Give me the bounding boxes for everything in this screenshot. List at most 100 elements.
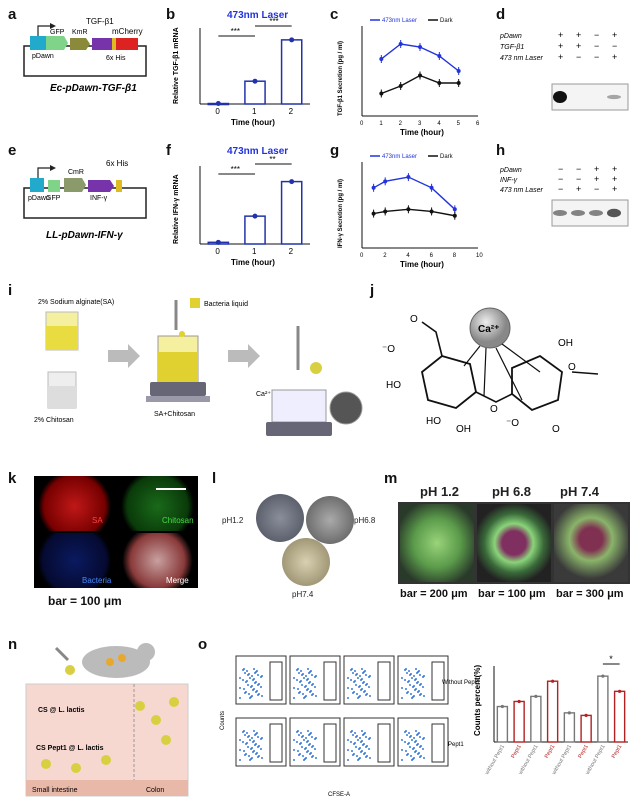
- data-point: [252, 213, 258, 219]
- flow-dot: [308, 744, 310, 746]
- flow-dot: [407, 743, 409, 745]
- flow-dot: [419, 746, 421, 748]
- flow-dot: [401, 749, 403, 751]
- flow-dot: [360, 741, 362, 743]
- flow-dot: [365, 684, 367, 686]
- flow-dot: [311, 674, 313, 676]
- data-point: [406, 175, 411, 180]
- flow-dot: [296, 669, 298, 671]
- flow-dot: [401, 677, 403, 679]
- flow-gate: [323, 723, 337, 763]
- flow-dot: [293, 697, 295, 699]
- data-point: [437, 54, 442, 58]
- tick-label-x: without Pept1: [484, 744, 506, 777]
- flow-dot: [247, 684, 249, 686]
- flow-dot: [260, 738, 262, 740]
- flow-dot: [352, 754, 354, 756]
- flow-dot: [255, 753, 257, 755]
- blot-sign: +: [558, 30, 563, 40]
- bar: [613, 690, 626, 743]
- flow-dot: [408, 670, 410, 672]
- panel-label-n: n: [8, 636, 18, 653]
- flow-dot: [311, 736, 313, 738]
- flow-dot: [293, 749, 295, 751]
- flow-dot: [347, 759, 349, 761]
- flow-dot: [299, 743, 301, 745]
- flow-dot: [351, 750, 353, 752]
- flow-dot: [350, 741, 352, 743]
- blot-sign: −: [594, 52, 599, 62]
- flow-dot: [254, 734, 256, 736]
- gfp-arrow: [46, 36, 68, 50]
- flow-dot: [422, 686, 424, 688]
- flow-dot: [311, 756, 313, 758]
- flow-dot: [355, 684, 357, 686]
- flow-dot: [401, 697, 403, 699]
- confocal-grid-k: SA Chitosan Bacteria Merge: [34, 476, 198, 588]
- flow-dot: [246, 670, 248, 672]
- flow-dot: [357, 697, 359, 699]
- flow-dot: [347, 677, 349, 679]
- flow-dot: [301, 674, 303, 676]
- flow-dot: [306, 679, 308, 681]
- flow-dot: [239, 739, 241, 741]
- encapsulation-schematic-i: 2% Sodium alginate(SA) 2% Chitosan Bacte…: [34, 298, 363, 436]
- flow-dot: [409, 746, 411, 748]
- svg-text:2% Chitosan: 2% Chitosan: [34, 417, 74, 424]
- flow-dot: [306, 741, 308, 743]
- tick-label-x: 6: [476, 121, 480, 127]
- flow-dot: [308, 682, 310, 684]
- blot-band: [607, 208, 621, 218]
- data-point: [584, 713, 588, 717]
- flow-dot: [296, 679, 298, 681]
- panel-label-d: d: [496, 6, 506, 23]
- tick-label-x: 1: [379, 121, 383, 127]
- flow-dot: [354, 732, 356, 734]
- flow-dot: [239, 749, 241, 751]
- panel-label-a: a: [8, 6, 17, 23]
- blot-sign: +: [594, 164, 599, 174]
- flow-dot: [311, 694, 313, 696]
- flow-dot: [315, 757, 317, 759]
- flow-dot: [315, 695, 317, 697]
- flow-dot: [401, 759, 403, 761]
- blot-sign: −: [594, 184, 599, 194]
- flow-dot: [347, 749, 349, 751]
- flow-dot: [347, 739, 349, 741]
- svg-text:2% Sodium alginate(SA): 2% Sodium alginate(SA): [38, 299, 114, 306]
- flow-dot: [354, 670, 356, 672]
- blot-sign: −: [594, 30, 599, 40]
- flow-dot: [304, 748, 306, 750]
- data-point: [429, 185, 434, 190]
- blot-sign: −: [558, 174, 563, 184]
- flow-dot: [251, 737, 253, 739]
- flow-dot: [359, 675, 361, 677]
- flow-dot: [293, 677, 295, 679]
- x-axis-label: Time (hour): [231, 118, 275, 127]
- tick-label-x: 2: [289, 247, 294, 256]
- plasmid-map-a: pDawn GFP KmR TGF-β1 mCherry 6x His Ec-p…: [23, 17, 147, 94]
- flow-dot: [303, 677, 305, 679]
- flow-dot: [243, 688, 245, 690]
- flow-dot: [303, 759, 305, 761]
- western-blot-h: pDawn−−++INF-γ−−++473 nm Laser−+−+: [499, 164, 629, 227]
- flow-dot: [260, 676, 262, 678]
- flow-dot: [356, 693, 358, 695]
- tick-label-x: 8: [453, 253, 457, 259]
- legend-label: Dark: [440, 154, 454, 160]
- data-point: [379, 57, 384, 61]
- flow-dot: [239, 759, 241, 761]
- panel-label-c: c: [330, 6, 339, 23]
- flow-dot: [311, 746, 313, 748]
- flow-dot: [307, 668, 309, 670]
- bead-ph2: [306, 496, 354, 544]
- svg-text:O: O: [552, 424, 560, 435]
- flow-dot: [404, 679, 406, 681]
- data-point: [551, 679, 555, 683]
- flow-dot: [248, 693, 250, 695]
- bar: [280, 39, 303, 105]
- bar: [563, 712, 576, 743]
- flow-dot: [252, 689, 254, 691]
